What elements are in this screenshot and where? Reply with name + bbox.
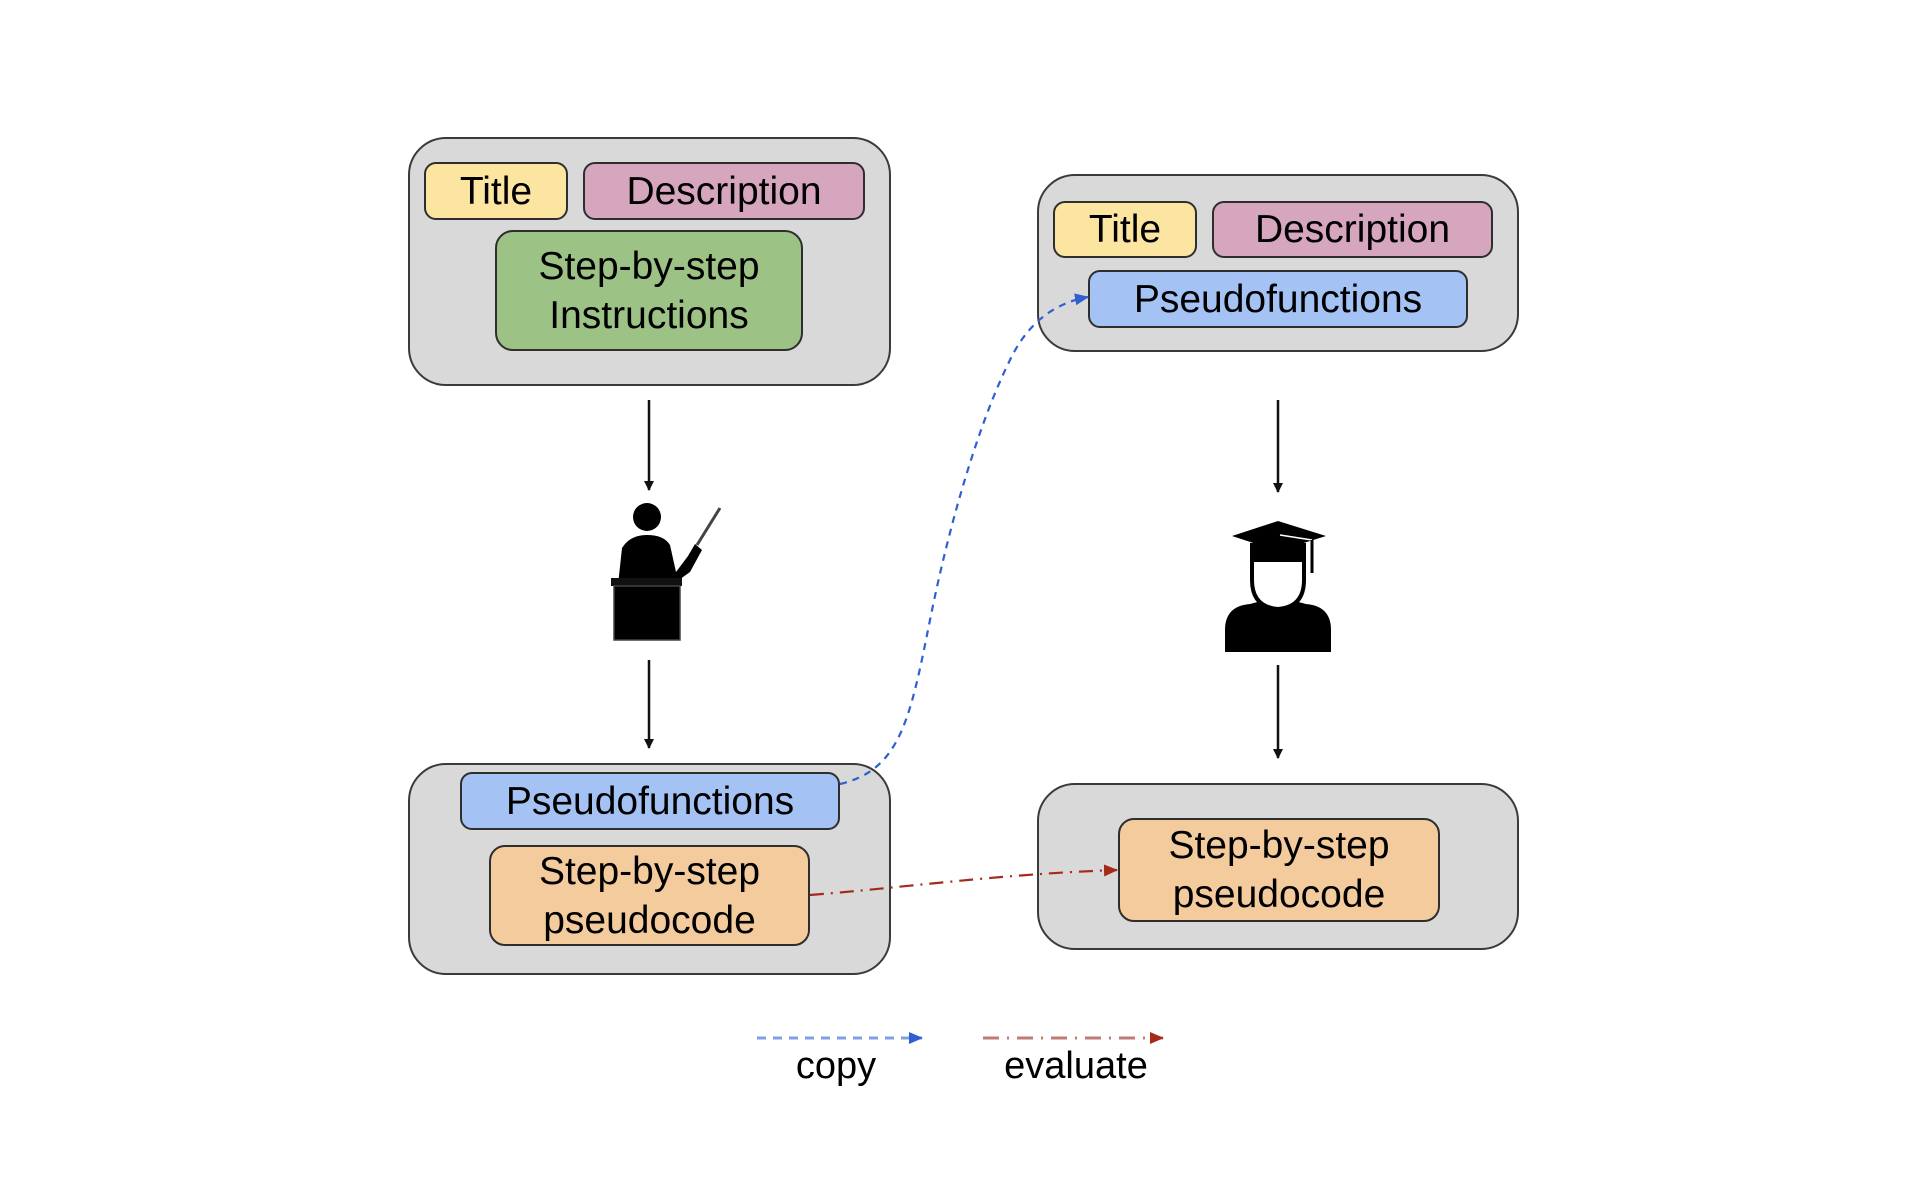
instructions-line-2: Instructions — [549, 293, 749, 337]
pseudocode-line-2: pseudocode — [1172, 873, 1386, 916]
teacher-icon — [611, 503, 722, 641]
student-input-description: Description — [1212, 201, 1493, 258]
student-output-pseudocode: Step-by-step pseudocode — [1118, 818, 1440, 922]
pseudocode-line-2: pseudocode — [543, 898, 756, 942]
student-icon — [1225, 521, 1331, 652]
teacher-input-instructions: Step-by-step Instructions — [495, 230, 803, 351]
legend-copy-text: copy — [795, 1045, 877, 1087]
title-label: Title — [459, 169, 533, 213]
student-input-title: Title — [1053, 201, 1197, 258]
legend-evaluate-text: evaluate — [1004, 1045, 1148, 1087]
pseudocode-line-1: Step-by-step — [1168, 824, 1390, 867]
teacher-output-pseudofunctions: Pseudofunctions — [460, 772, 840, 830]
legend-copy-label: copy — [776, 1045, 896, 1088]
description-label: Description — [1254, 208, 1451, 251]
pseudofunctions-label: Pseudofunctions — [1133, 277, 1423, 321]
title-label: Title — [1088, 208, 1162, 251]
pseudocode-line-1: Step-by-step — [538, 849, 761, 893]
pseudofunctions-label: Pseudofunctions — [505, 779, 795, 823]
teacher-input-description: Description — [583, 162, 865, 220]
instructions-line-1: Step-by-step — [538, 244, 760, 288]
teacher-output-pseudocode: Step-by-step pseudocode — [489, 845, 810, 946]
student-input-pseudofunctions: Pseudofunctions — [1088, 270, 1468, 328]
description-label: Description — [626, 169, 822, 213]
teacher-input-title: Title — [424, 162, 568, 220]
legend-evaluate-label: evaluate — [976, 1045, 1176, 1088]
